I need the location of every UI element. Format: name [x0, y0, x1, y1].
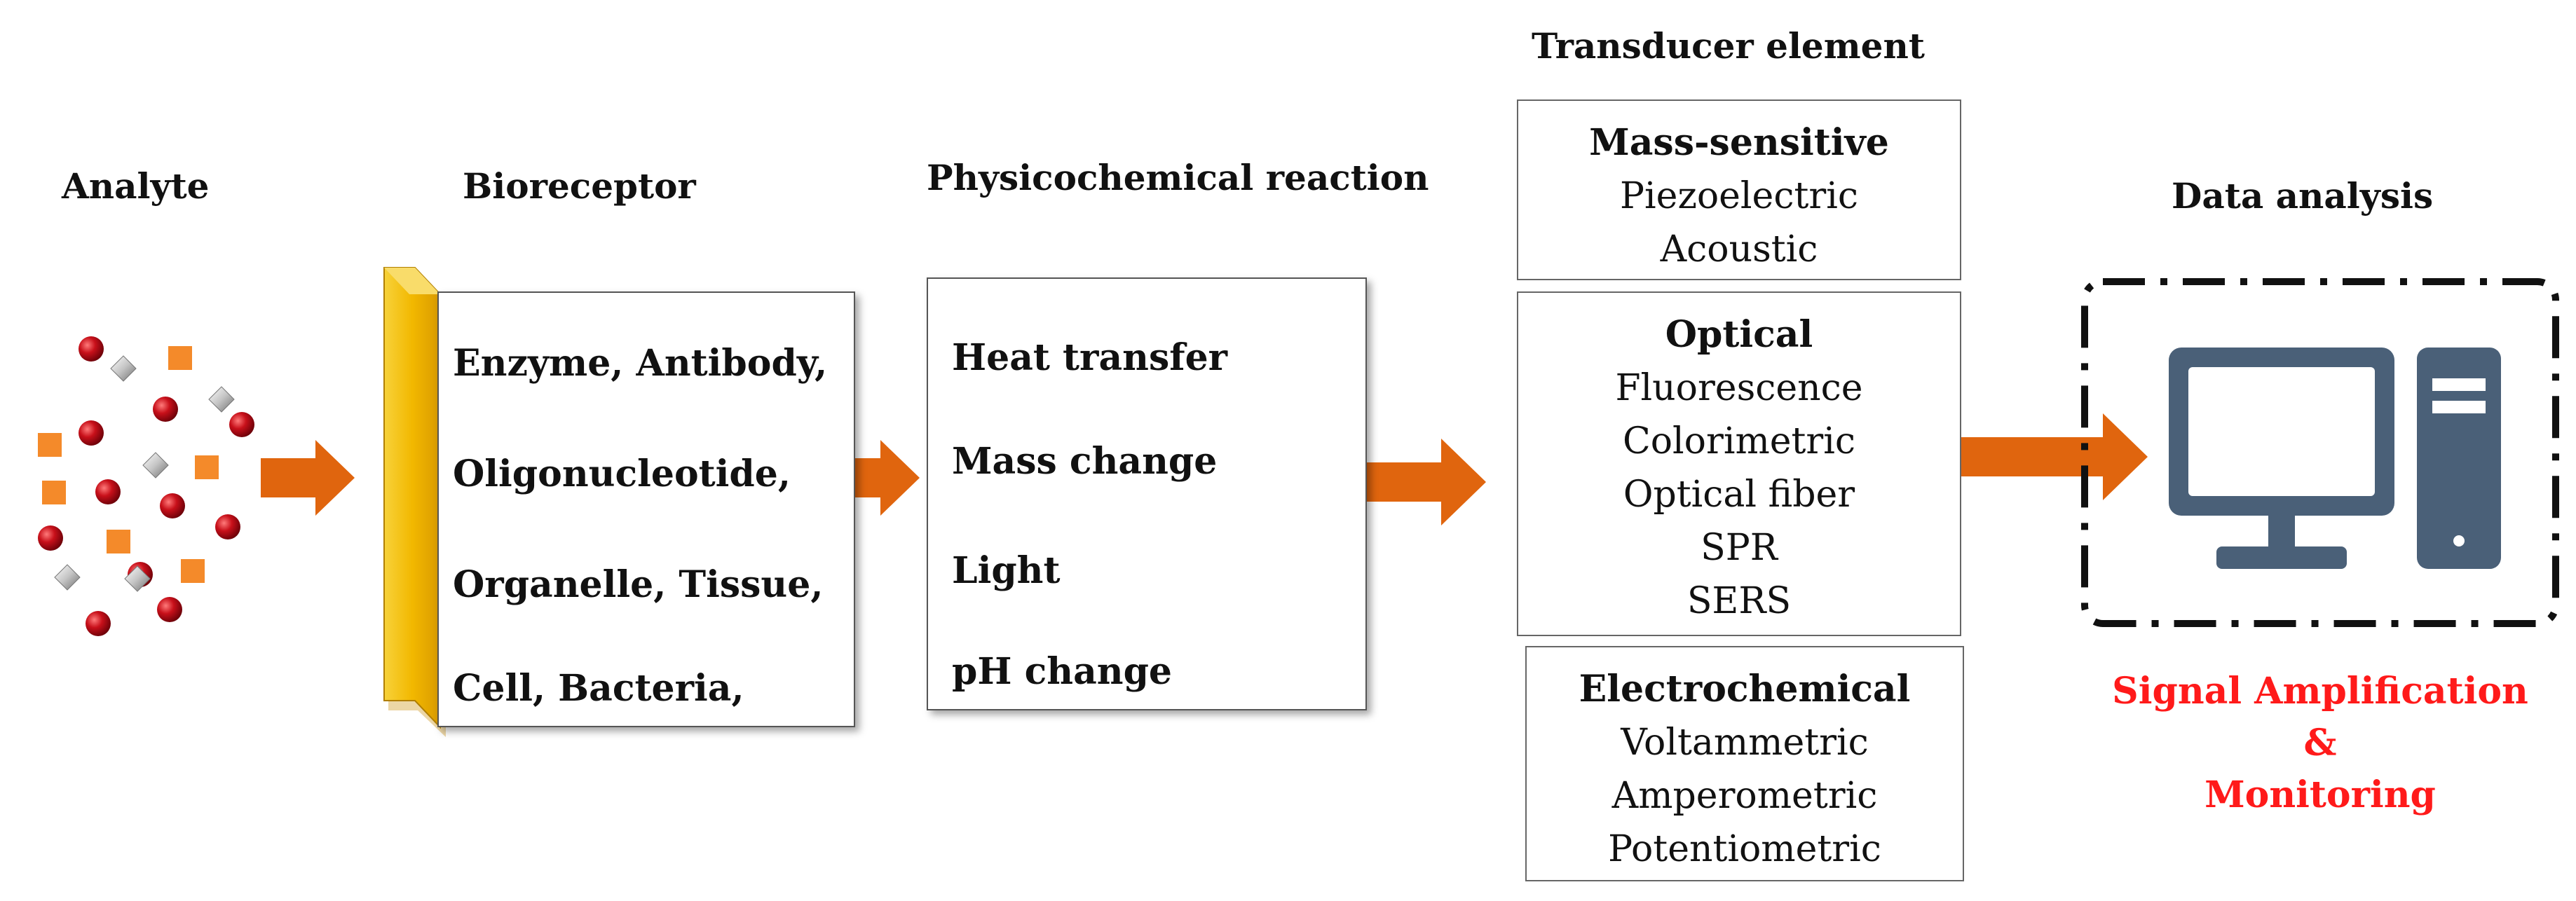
- transducer-group-title: Electrochemical: [1579, 668, 1911, 710]
- transducer-item: Optical fiber: [1623, 474, 1855, 516]
- data-heading: Data analysis: [2172, 175, 2434, 216]
- bioreceptor-item: Cell, Bacteria,: [453, 667, 744, 710]
- transducer-item: Colorimetric: [1622, 420, 1856, 462]
- bioreceptor-item: Organelle, Tissue,: [453, 563, 824, 606]
- transducer-item: SERS: [1686, 580, 1792, 622]
- arrow-reaction-to-transducer: [1294, 439, 1486, 525]
- signal-note: Signal Amplification & Monitoring: [2054, 666, 2576, 821]
- bioreceptor-heading: Bioreceptor: [463, 165, 696, 207]
- reaction-item: Light: [952, 549, 1061, 592]
- reaction-box: Heat transfer Mass change Light pH chang…: [927, 277, 1367, 710]
- bioreceptor-plate: [383, 267, 446, 737]
- signal-note-line: &: [2303, 722, 2337, 764]
- transducer-item: Piezoelectric: [1620, 175, 1858, 217]
- analyte-heading: Analyte: [62, 165, 210, 207]
- transducer-optical-box: Optical Fluorescence Colorimetric Optica…: [1517, 291, 1961, 636]
- square-particles: [38, 346, 219, 583]
- bioreceptor-item: Enzyme, Antibody,: [453, 342, 828, 385]
- reaction-item: pH change: [952, 650, 1173, 693]
- transducer-electrochemical-box: Electrochemical Voltammetric Amperometri…: [1525, 646, 1964, 881]
- transducer-item: Fluorescence: [1615, 367, 1863, 409]
- arrow-transducer-to-data: [1946, 413, 2148, 500]
- transducer-mass-sensitive-box: Mass-sensitive Piezoelectric Acoustic: [1517, 99, 1961, 280]
- transducer-item: Potentiometric: [1608, 828, 1881, 870]
- bioreceptor-item: Oligonucleotide,: [453, 453, 791, 495]
- transducer-item: SPR: [1701, 527, 1778, 569]
- reaction-item: Heat transfer: [952, 336, 1228, 379]
- transducer-group-title: Optical: [1665, 313, 1813, 356]
- sphere-particles: [38, 336, 254, 636]
- signal-note-line: Signal Amplification: [2112, 670, 2528, 713]
- data-analysis-frame: [2081, 278, 2559, 627]
- transducer-group-title: Mass-sensitive: [1589, 121, 1889, 164]
- reaction-heading: Physicochemical reaction: [927, 157, 1429, 198]
- diamond-particles: [54, 355, 235, 592]
- transducer-item: Acoustic: [1660, 228, 1818, 270]
- transducer-heading: Transducer element: [1532, 25, 1925, 67]
- computer-icon: [2169, 348, 2501, 569]
- arrow-analyte-to-bioreceptor: [261, 440, 355, 516]
- transducer-item: Voltammetric: [1621, 722, 1869, 764]
- reaction-item: Mass change: [952, 440, 1218, 483]
- transducer-item: Amperometric: [1611, 775, 1878, 817]
- analyte-particles: [38, 336, 254, 636]
- signal-note-line: Monitoring: [2204, 773, 2436, 816]
- bioreceptor-box: Enzyme, Antibody, Oligonucleotide, Organ…: [437, 291, 855, 727]
